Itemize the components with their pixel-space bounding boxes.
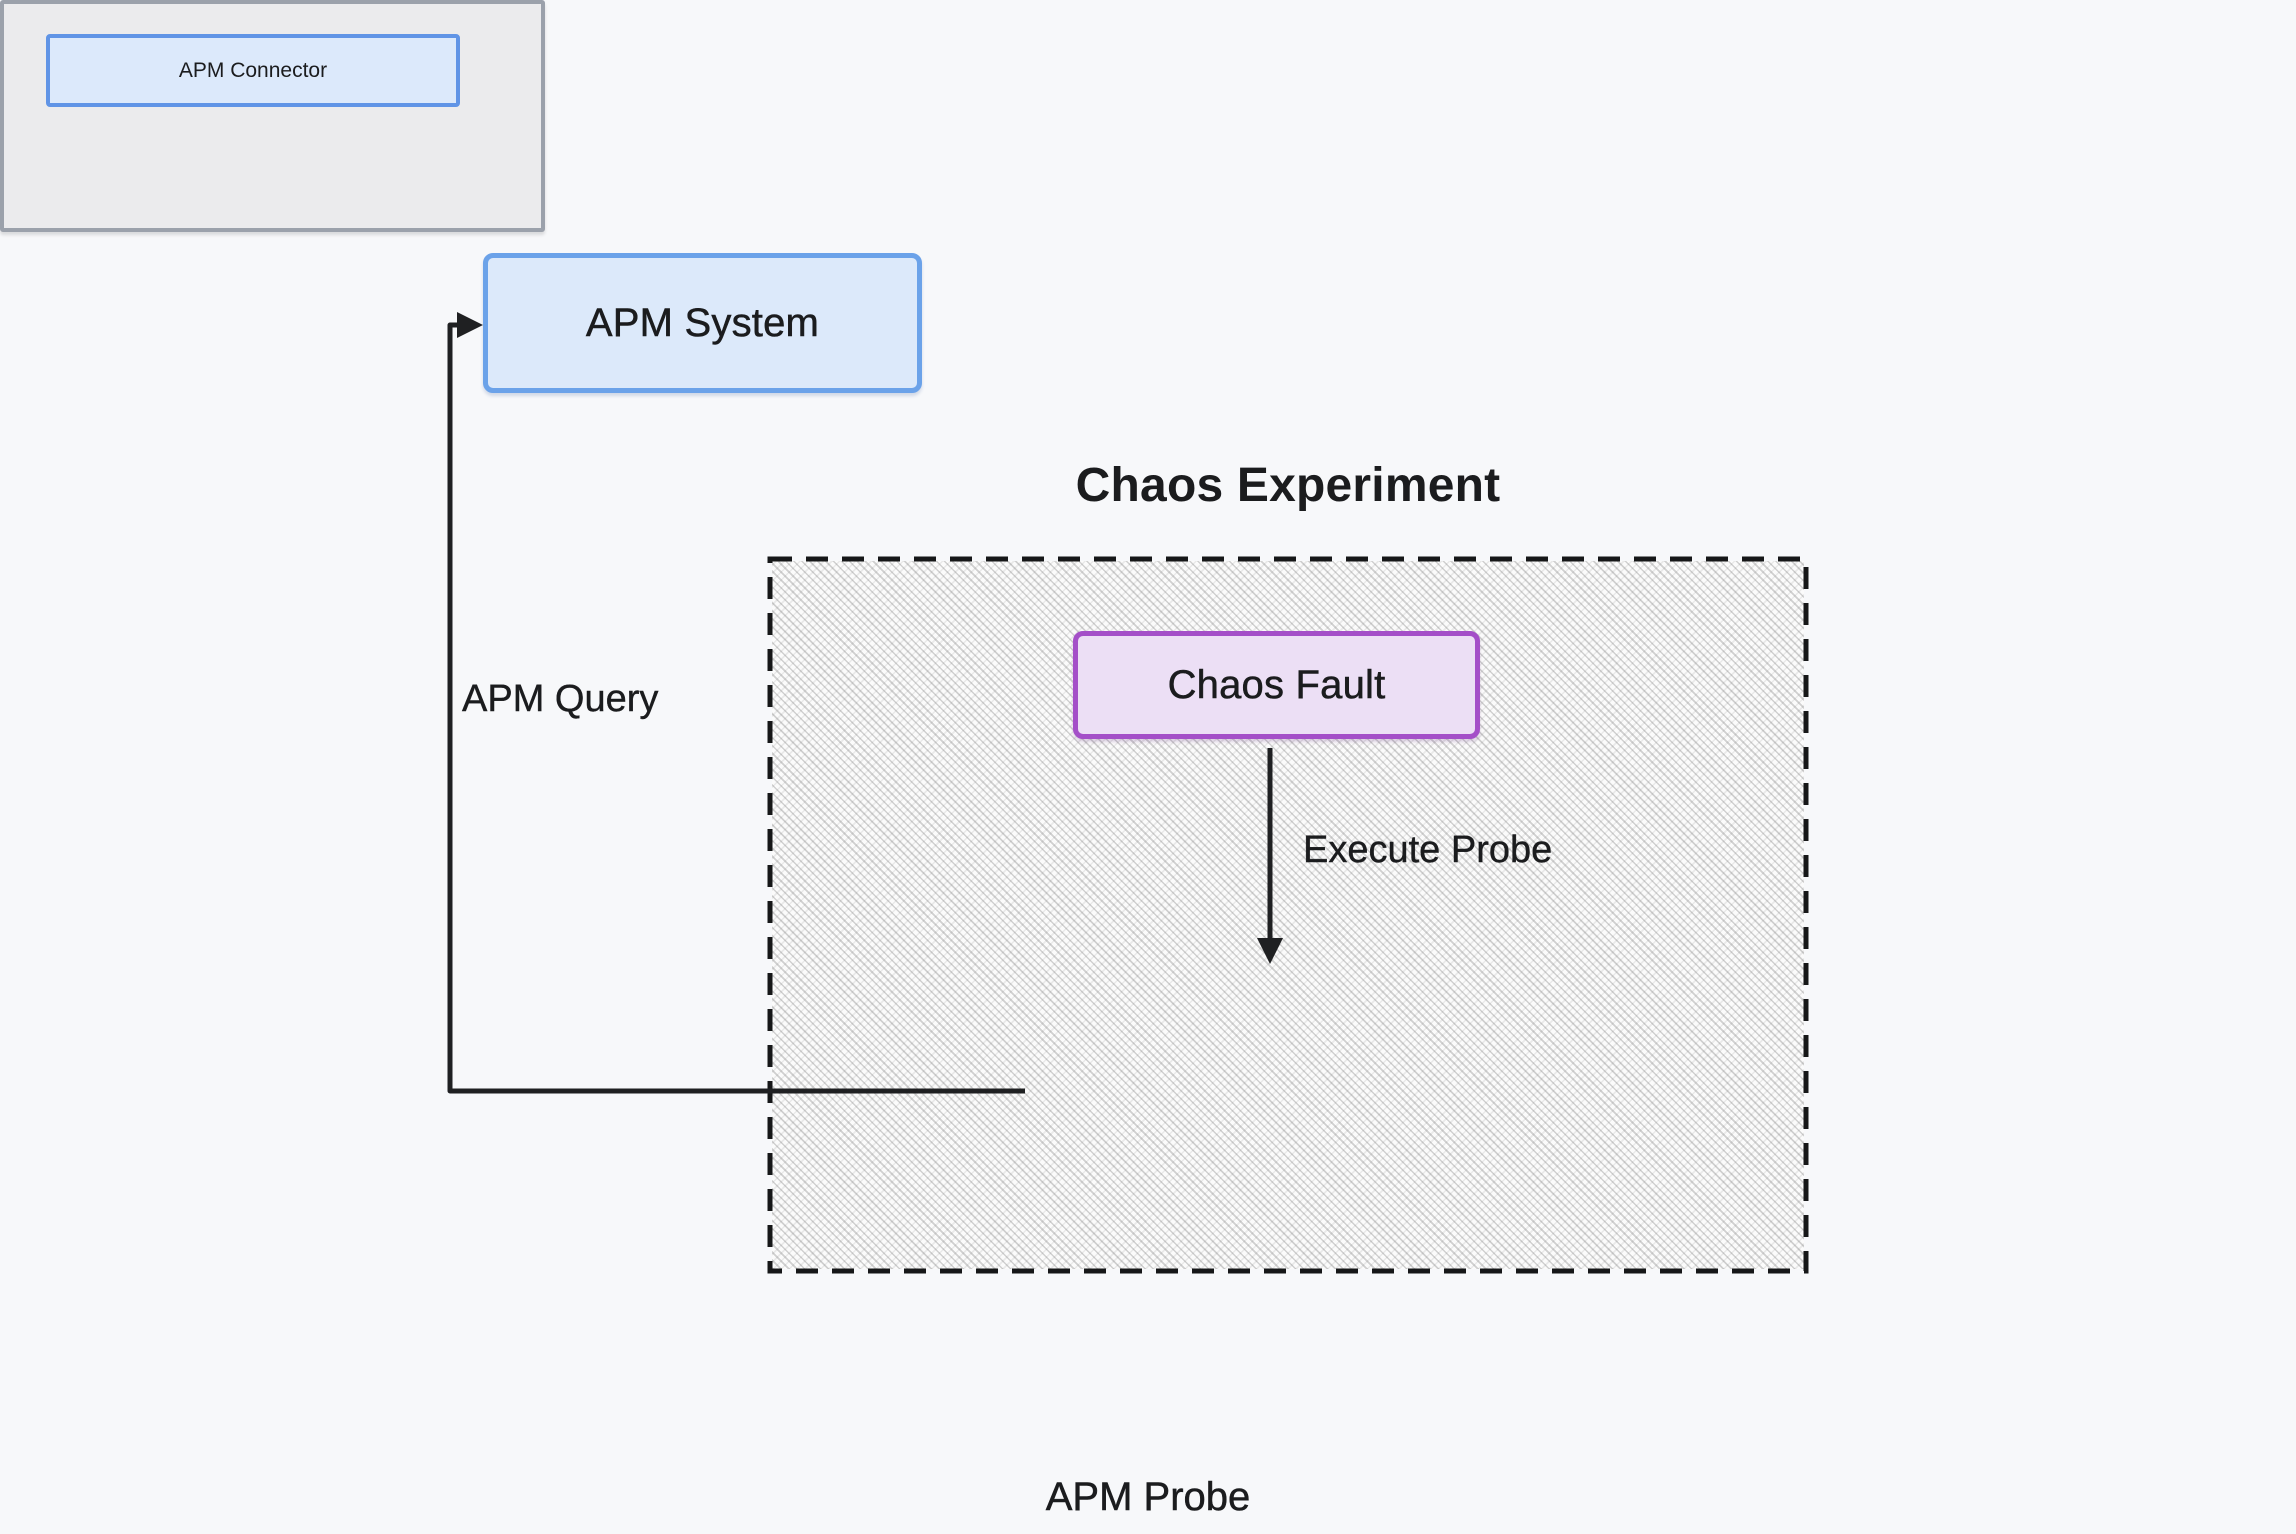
- apm-connector-label: APM Connector: [178, 58, 328, 82]
- apm-query-edge-label: APM Query: [462, 678, 659, 720]
- apm-probe-label: APM Probe: [1045, 1475, 1251, 1520]
- chaos-experiment-dashed-border: [767, 556, 1809, 1274]
- execute-probe-edge-label: Execute Probe: [1303, 829, 1553, 871]
- chaos-fault-label: Chaos Fault: [1167, 662, 1386, 707]
- apm-system-label: APM System: [585, 300, 820, 345]
- apm-connector-node: APM Connector: [46, 34, 460, 107]
- apm-probe-node: APM Connector APM Probe: [0, 0, 1251, 1519]
- execute-probe-arrowhead-icon: [1257, 938, 1283, 964]
- chaos-fault-node: Chaos Fault: [1073, 631, 1480, 739]
- chaos-experiment-title: Chaos Experiment: [1075, 459, 1501, 512]
- apm-query-arrowhead-icon: [457, 312, 483, 338]
- apm-system-node: APM System: [483, 253, 922, 393]
